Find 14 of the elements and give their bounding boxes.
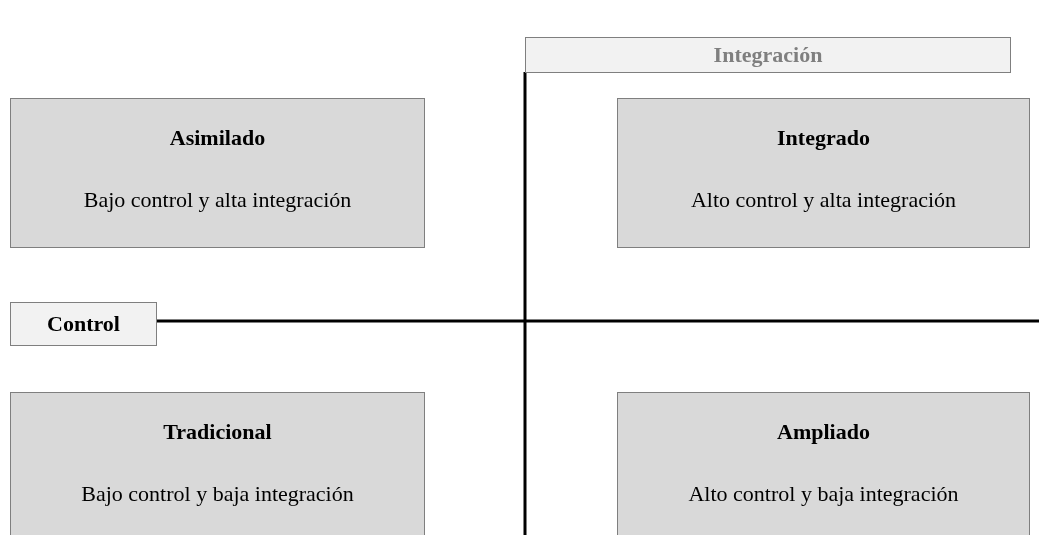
quadrant-box <box>10 392 425 535</box>
quadrant-box <box>617 98 1030 248</box>
quadrant-box <box>10 98 425 248</box>
quadrant-description: Alto control y baja integración <box>687 481 960 507</box>
quadrant-title: Asimilado <box>168 125 267 151</box>
quadrant-title: Ampliado <box>776 419 871 445</box>
quadrant-box <box>617 392 1030 535</box>
quadrant-title: Tradicional <box>162 419 273 445</box>
quadrant-title: Integrado <box>776 125 871 151</box>
quadrant-description: Bajo control y baja integración <box>80 481 355 507</box>
axis-label: Control <box>10 302 157 346</box>
quadrant-description: Alto control y alta integración <box>689 187 958 213</box>
axis-label: Integración <box>525 37 1011 73</box>
quadrant-description: Bajo control y alta integración <box>82 187 353 213</box>
